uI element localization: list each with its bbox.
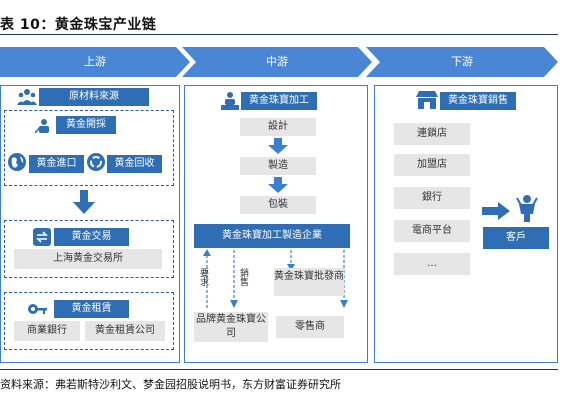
craftsman-icon — [220, 91, 240, 111]
gold-import-box: 黄金進口 — [29, 155, 84, 173]
globe-icon — [7, 152, 27, 172]
sourcing-group — [4, 110, 174, 186]
gold-leasing-box: 黄金租賃 — [54, 300, 129, 318]
exchange-group — [4, 220, 174, 278]
down-arrow-icon — [268, 177, 288, 193]
retailer-box: 零售商 — [276, 316, 344, 338]
gold-recycle-box: 黄金回收 — [107, 155, 162, 173]
key-icon — [27, 300, 47, 318]
people-icon — [17, 88, 37, 106]
recycle-icon — [86, 152, 106, 172]
title-divider — [0, 34, 558, 35]
manufacturing-enterprise-box: 黄金珠寶加工製造企業 — [194, 224, 350, 248]
stage-midstream-arrow: 中游 — [182, 47, 372, 77]
stage-downstream-label: 下游 — [451, 55, 473, 68]
manufacture-box: 製造 — [240, 157, 316, 175]
downstream-header: 黄金珠寶銷售 — [440, 92, 516, 110]
sales-label: 銷售 — [238, 268, 248, 286]
brand-company-box: 品牌黄金珠寶公司 — [194, 312, 268, 342]
channel-bank: 銀行 — [394, 187, 470, 209]
exchange-icon — [33, 228, 51, 246]
stage-midstream-label: 中游 — [266, 55, 288, 68]
wholesaler-box: 黄金珠寶批發商 — [274, 268, 344, 296]
upstream-header: 原材料來源 — [39, 88, 149, 106]
store-icon — [416, 90, 438, 110]
right-arrow-icon — [482, 202, 510, 220]
gold-mining-box: 黄金開採 — [56, 116, 116, 134]
packaging-box: 包裝 — [240, 196, 316, 214]
design-box: 設計 — [240, 118, 316, 136]
figure-title: 表 10：黄金珠宝产业链 — [0, 17, 157, 33]
stage-upstream-label: 上游 — [84, 55, 106, 68]
customer-box: 客戶 — [483, 227, 549, 249]
shanghai-gold-exchange-box: 上海黄金交易所 — [14, 249, 162, 269]
midstream-header: 黄金珠寶加工 — [241, 92, 317, 110]
customer-icon — [516, 194, 538, 222]
down-arrow-icon — [268, 138, 288, 154]
flow-arrows — [203, 249, 348, 308]
channel-ecommerce: 電商平台 — [394, 220, 470, 242]
miner-icon — [33, 117, 55, 135]
commercial-bank-box: 商業銀行 — [14, 321, 80, 341]
channel-chain-store: 連鎖店 — [394, 123, 470, 145]
channel-franchise-store: 加盟店 — [394, 154, 470, 176]
stage-downstream-arrow: 下游 — [366, 47, 558, 77]
gold-leasing-company-box: 黄金租賃公司 — [85, 321, 165, 341]
stage-upstream-arrow: 上游 — [0, 47, 190, 77]
demand-label: 要求 — [198, 268, 208, 286]
source-divider — [0, 369, 558, 370]
leasing-group — [4, 292, 174, 350]
channel-more: ... — [394, 253, 470, 275]
source-note: 资料来源：弗若斯特沙利文、梦金园招股说明书，东方财富证券研究所 — [0, 378, 341, 391]
gold-trading-box: 黄金交易 — [54, 228, 129, 246]
down-arrow-icon — [73, 190, 95, 214]
